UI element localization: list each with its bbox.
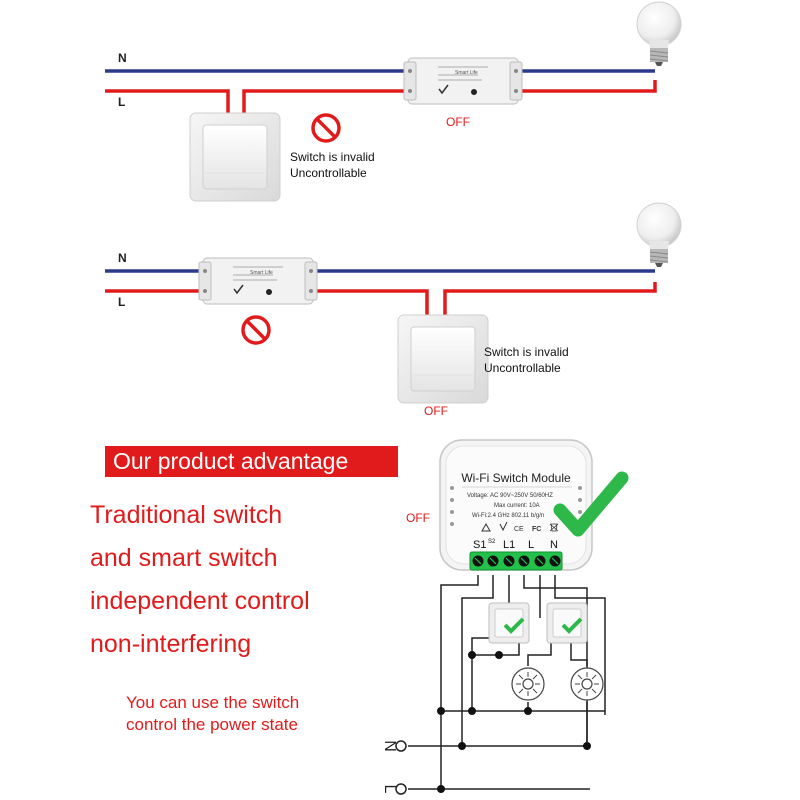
terminal-screws [472,555,561,567]
neutral-terminal-icon [395,740,407,752]
module-voltage: Voltage: AC 90V~250V 50/60HZ [467,493,553,499]
module-brand-label: Smart Life [455,70,478,76]
neutral-label: N [118,251,127,265]
fc-mark-icon: FC [532,526,541,533]
prohibited-icon [241,315,271,345]
smart-module-image [403,57,523,105]
switch-2-image [546,602,588,644]
live-wire-left [105,89,230,118]
switch-1-check-icon [503,617,525,634]
switch-invalid-text: Switch is invalid [484,345,569,359]
lamp-2-icon [570,667,604,701]
off-status-label: OFF [424,404,448,418]
module-off-label: OFF [406,511,430,525]
advantage-line-3: independent control [90,587,310,615]
module-wiring [408,575,606,790]
wifi-switch-module: Wi-Fi Switch Module Voltage: AC 90V~250V… [439,439,593,571]
advantage-banner: Our product advantage [105,446,398,477]
switch-2-check-icon [561,617,583,634]
module-wifi-spec: Wi-Fi:2.4 GHz 802.11 b/g/n [472,513,544,519]
switch-invalid-text: Switch is invalid [290,150,375,164]
live-wire-right [443,282,657,320]
terminal-label-n: N [550,539,558,551]
module-title: Wi-Fi Switch Module [461,471,571,485]
off-status-label: OFF [446,115,470,129]
junction-dots [437,651,591,793]
advantage-line-2: and smart switch [90,544,278,572]
lamp-1-icon [511,667,545,701]
cert-mark-icon [499,521,508,532]
live-label: L [118,95,125,109]
switch-note-line-2: control the power state [126,715,298,734]
warning-icon [481,522,491,532]
light-bulb-image [636,202,682,268]
supply-live-label: L [381,785,398,794]
module-current: Max current: 10A [494,503,540,509]
switch-note-line-1: You can use the switch [126,693,300,712]
diagram-1: N L Smart Life OFF Switch is invalid Unc… [105,1,682,202]
diagram-2: N L Smart Life Switch is invalid Uncontr… [105,202,682,418]
uncontrollable-text: Uncontrollable [290,166,367,180]
live-label: L [118,295,125,309]
prohibited-icon [311,113,341,143]
big-check-icon [553,471,629,537]
advantage-line-4: non-interfering [90,630,252,658]
ce-mark-icon: CE [514,526,524,533]
terminal-label-s1: S1 [473,539,486,551]
terminal-label-l1: L1 [503,539,515,551]
terminal-label-l: L [528,539,534,551]
smart-module-image [198,257,318,305]
advantage-line-1: Traditional switch [90,501,283,529]
switch-1-image [488,602,530,644]
terminal-block [469,551,563,571]
module-brand-label: Smart Life [250,270,273,276]
terminal-label-s2: S2 [488,539,496,545]
light-bulb-image [636,1,682,67]
wall-switch-image [397,314,489,404]
uncontrollable-text: Uncontrollable [484,361,561,375]
weee-bin-icon [549,523,559,532]
neutral-label: N [118,51,127,65]
supply-neutral-label: N [381,740,398,752]
wall-switch-image [189,112,281,202]
live-terminal-icon [395,783,407,795]
